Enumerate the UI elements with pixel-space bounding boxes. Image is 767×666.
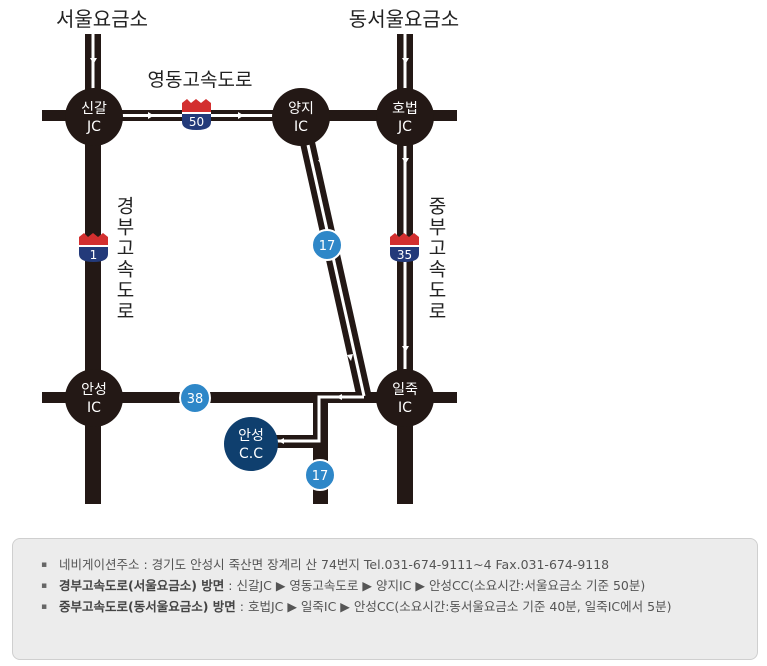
route-38-badge: 38 bbox=[179, 382, 211, 414]
junction-iljuk: 일죽 IC bbox=[376, 369, 434, 427]
yeongdong-expressway-label: 영동고속도로 bbox=[148, 69, 253, 91]
junction-yangji: 양지 IC bbox=[272, 88, 330, 146]
route-map: 서울요금소 동서울요금소 bbox=[42, 7, 459, 504]
gyeongbu-route-item: 경부고속도로(서울요금소) 방면 : 신갈JC ▶ 영동고속도로 ▶ 양지IC … bbox=[41, 576, 743, 596]
jungbu-route-item: 중부고속도로(동서울요금소) 방면 : 호법JC ▶ 일죽IC ▶ 안성CC(소… bbox=[41, 597, 743, 617]
svg-text:38: 38 bbox=[187, 392, 204, 407]
junction-hobeop: 호법 JC bbox=[376, 88, 434, 146]
route-50-shield: 50 bbox=[182, 99, 211, 130]
junction-singal: 신갈 JC bbox=[65, 88, 123, 146]
direction-arrows bbox=[90, 58, 409, 444]
svg-text:양지: 양지 bbox=[288, 101, 314, 117]
jungbu-route-text: : 호법JC ▶ 일죽IC ▶ 안성CC(소요시간:동서울요금소 기준 40분,… bbox=[235, 599, 672, 614]
directions-list: 네비게이션주소 : 경기도 안성시 죽산면 장계리 산 74번지 Tel.031… bbox=[41, 555, 743, 617]
svg-text:17: 17 bbox=[319, 239, 336, 254]
route-17-badge-upper: 17 bbox=[311, 229, 343, 261]
dongseoul-tollgate-label: 동서울요금소 bbox=[349, 7, 459, 31]
jungbu-route-title: 중부고속도로(동서울요금소) 방면 bbox=[59, 599, 236, 614]
gyeongbu-route-text: : 신갈JC ▶ 영동고속도로 ▶ 양지IC ▶ 안성CC(소요시간:서울요금소… bbox=[224, 578, 646, 593]
seoul-tollgate-label: 서울요금소 bbox=[56, 7, 148, 31]
route-17-badge-lower: 17 bbox=[304, 459, 336, 491]
svg-text:C.C: C.C bbox=[239, 446, 263, 462]
gyeongbu-route-title: 경부고속도로(서울요금소) 방면 bbox=[59, 578, 225, 593]
svg-text:IC: IC bbox=[294, 119, 308, 135]
route-1-shield: 1 bbox=[79, 233, 108, 262]
svg-text:1: 1 bbox=[90, 248, 98, 262]
svg-text:안성: 안성 bbox=[238, 428, 264, 444]
svg-text:JC: JC bbox=[86, 119, 101, 135]
svg-text:IC: IC bbox=[398, 400, 412, 416]
svg-text:50: 50 bbox=[189, 115, 204, 129]
svg-text:호법: 호법 bbox=[392, 101, 418, 117]
route-35-shield: 35 bbox=[390, 233, 419, 262]
route-38-road bbox=[42, 392, 457, 403]
svg-text:35: 35 bbox=[397, 248, 412, 262]
navigation-address-item: 네비게이션주소 : 경기도 안성시 죽산면 장계리 산 74번지 Tel.031… bbox=[41, 555, 743, 575]
junction-anseong: 안성 IC bbox=[65, 369, 123, 427]
svg-text:신갈: 신갈 bbox=[81, 101, 107, 117]
directions-info-box: 네비게이션주소 : 경기도 안성시 죽산면 장계리 산 74번지 Tel.031… bbox=[12, 538, 758, 660]
jungbu-expressway-label: 중부고속도로 bbox=[425, 196, 447, 322]
svg-text:안성: 안성 bbox=[81, 382, 107, 398]
svg-text:IC: IC bbox=[87, 400, 101, 416]
svg-text:일죽: 일죽 bbox=[392, 382, 418, 398]
gyeongbu-expressway-label: 경부고속도로 bbox=[113, 196, 135, 322]
navigation-address-text: 네비게이션주소 : 경기도 안성시 죽산면 장계리 산 74번지 Tel.031… bbox=[59, 557, 610, 572]
svg-text:17: 17 bbox=[312, 469, 329, 484]
anseong-cc-destination: 안성 C.C bbox=[224, 417, 278, 471]
svg-text:JC: JC bbox=[397, 119, 412, 135]
